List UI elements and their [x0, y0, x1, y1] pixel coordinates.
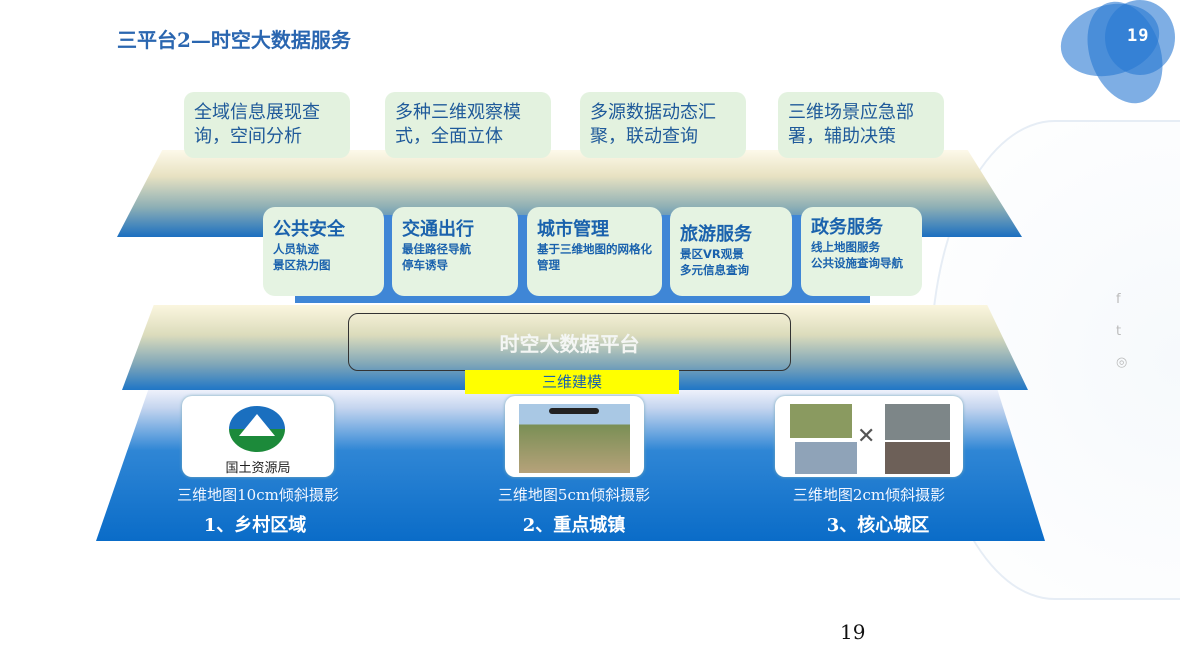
service-line: 线上地图服务 [811, 240, 880, 254]
photo [885, 442, 950, 474]
service-city-management: 城市管理 基于三维地图的网格化管理 [527, 207, 662, 296]
drone-photo [519, 404, 630, 473]
feature-box: 多种三维观察模式，全面立体 [385, 92, 551, 158]
service-line: 基于三维地图的网格化管理 [537, 242, 652, 272]
service-public-safety: 公共安全 人员轨迹 景区热力图 [263, 207, 384, 296]
service-tourism: 旅游服务 景区VR观景 多元信息查询 [670, 207, 792, 296]
photo [795, 442, 857, 474]
service-line: 最佳路径导航 [402, 242, 471, 256]
slide-number-badge: 19 [1127, 26, 1150, 46]
survey-photos-card: ✕ [775, 396, 963, 477]
level-caption: 三维地图2cm倾斜摄影 [792, 486, 946, 504]
badge-blob [1105, 0, 1175, 75]
modeling-label: 三维建模 [465, 370, 679, 394]
service-government: 政务服务 线上地图服务 公共设施查询导航 [801, 207, 922, 296]
feature-box: 三维场景应急部署，辅助决策 [778, 92, 944, 158]
twitter-icon[interactable]: t [1116, 324, 1122, 339]
level-caption: 三维地图10cm倾斜摄影 [177, 486, 339, 504]
service-line: 公共设施查询导航 [811, 256, 903, 270]
service-line: 景区热力图 [273, 258, 331, 272]
service-title: 公共安全 [273, 219, 345, 240]
service-title: 政务服务 [811, 217, 883, 238]
level-label: 2、重点城镇 [522, 515, 626, 536]
service-line: 多元信息查询 [680, 263, 749, 277]
cross-icon: ✕ [857, 424, 876, 449]
photo [885, 404, 950, 440]
instagram-icon[interactable]: ◎ [1116, 355, 1128, 370]
service-line: 景区VR观景 [680, 247, 744, 261]
land-resources-logo-card: 国土资源局 [182, 396, 334, 477]
photo [790, 404, 852, 438]
facebook-icon[interactable]: f [1116, 292, 1121, 307]
platform-box: 时空大数据平台 [348, 313, 791, 371]
service-line: 停车诱导 [402, 258, 448, 272]
drone-photo-card [505, 396, 644, 477]
feature-box: 多源数据动态汇聚，联动查询 [580, 92, 746, 158]
level-label: 1、乡村区域 [203, 515, 307, 536]
level-label: 3、核心城区 [826, 515, 930, 536]
service-transport: 交通出行 最佳路径导航 停车诱导 [392, 207, 518, 296]
level-caption: 三维地图5cm倾斜摄影 [497, 486, 651, 504]
service-line: 人员轨迹 [273, 242, 319, 256]
service-title: 城市管理 [537, 219, 609, 240]
logo-text: 国土资源局 [225, 461, 291, 476]
page-number: 19 [840, 620, 866, 644]
land-resources-logo [229, 406, 285, 452]
slide-title: 三平台2—时空大数据服务 [117, 28, 351, 52]
service-title: 旅游服务 [680, 224, 752, 245]
feature-box: 全域信息展现查询，空间分析 [184, 92, 350, 158]
service-title: 交通出行 [402, 219, 474, 240]
